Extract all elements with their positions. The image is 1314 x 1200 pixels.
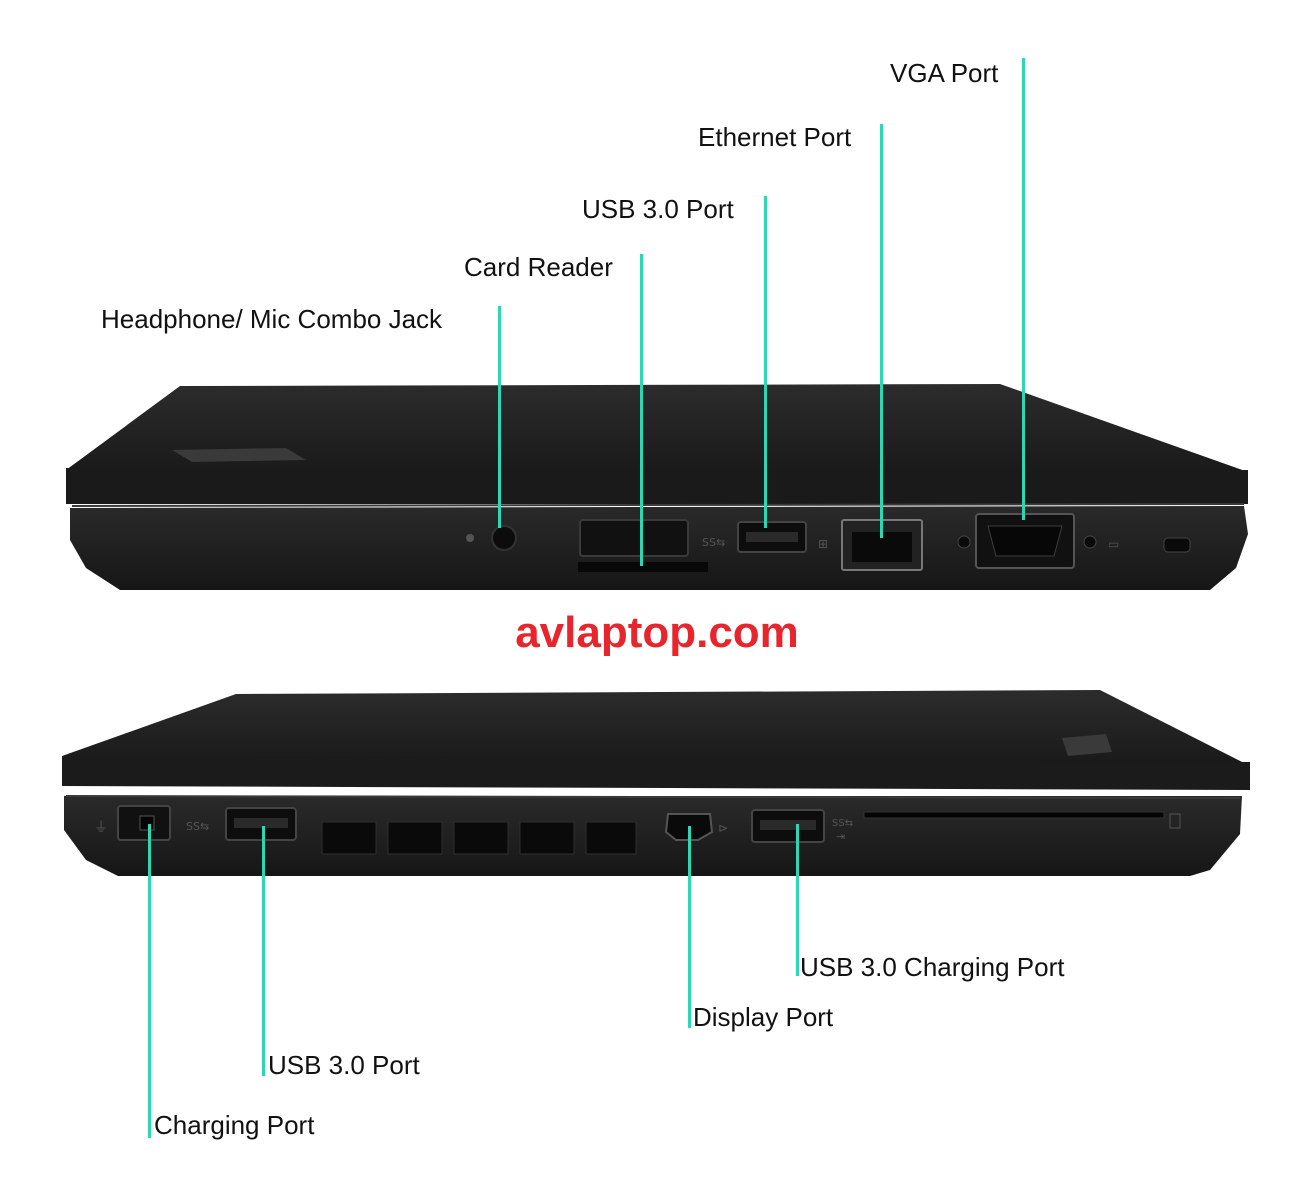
label-charging-port: Charging Port [154,1110,315,1140]
label-usb-port-bottom: USB 3.0 Port [268,1050,420,1080]
smart-card-icon [1169,813,1181,829]
vents [321,821,637,855]
lenovo-logo-2 [1062,734,1112,756]
usb-ss-icon-3: SS⇆ [832,818,853,829]
laptop-left-side: ⏚ SS⇆ ⊳ SS⇆ ⇥ [62,690,1250,876]
leader-usb-charging [796,824,799,976]
leader-charging [148,824,151,1138]
label-usb-port-top: USB 3.0 Port [582,194,734,224]
label-usb-charging-port: USB 3.0 Charging Port [800,952,1065,982]
watermark: avlaptop.com [515,608,799,657]
smart-card-slot [863,811,1165,819]
card-reader-opening [578,562,708,572]
usb-ss-icon: SS⇆ [702,536,725,549]
leader-ethernet [880,124,883,538]
label-vga-port: VGA Port [890,58,999,88]
leader-audio [498,306,501,528]
headphone-jack [491,525,517,551]
display-icon: ▭ [1108,537,1119,551]
laptop-right-side: SS⇆ ⊞ ▭ [66,384,1248,590]
usb-ss-icon-2: SS⇆ [186,820,209,833]
leader-display-port [688,826,691,1028]
leader-vga [1022,58,1025,520]
displayport-icon: ⊳ [718,821,728,835]
leader-usb-top [764,196,767,528]
leader-usb-bottom [262,826,265,1076]
label-card-reader: Card Reader [464,252,613,282]
card-reader-slot [579,519,689,557]
headphone-icon [466,534,474,542]
lock-slot [1163,537,1191,553]
label-display-port: Display Port [693,1002,834,1032]
lenovo-logo [172,448,306,462]
label-audio-jack: Headphone/ Mic Combo Jack [101,304,443,334]
charge-icon: ⇥ [836,830,845,843]
leader-card-reader [640,254,643,566]
network-icon: ⊞ [818,537,828,551]
power-plug-icon: ⏚ [94,820,108,836]
label-ethernet-port: Ethernet Port [698,122,852,152]
